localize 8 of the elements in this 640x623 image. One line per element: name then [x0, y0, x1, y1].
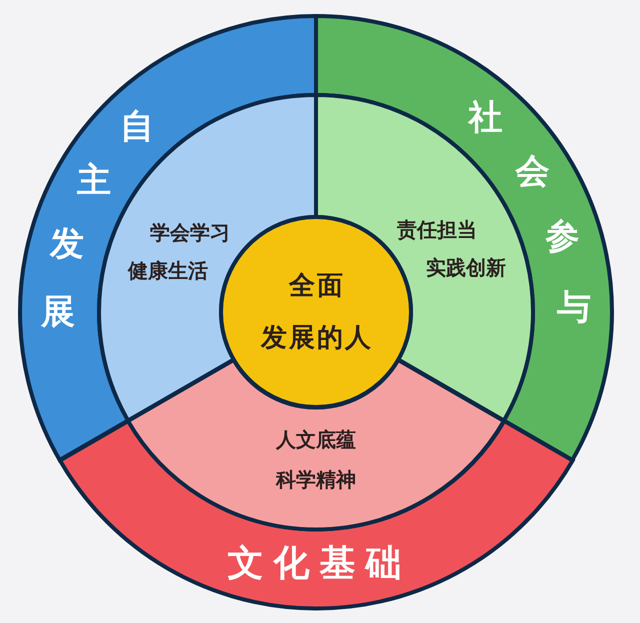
sector-label: 责任担当	[397, 216, 477, 244]
sector-label: 学会学习	[150, 220, 230, 246]
sector-label: 实践创新	[426, 254, 506, 282]
sector-label: 健康生活	[128, 258, 208, 284]
sector-label: 人文底蕴	[276, 426, 356, 454]
band-label: 文化基础	[227, 542, 401, 584]
center-label: 全面发展的人	[261, 271, 371, 353]
sector-label: 科学精神	[276, 466, 356, 494]
